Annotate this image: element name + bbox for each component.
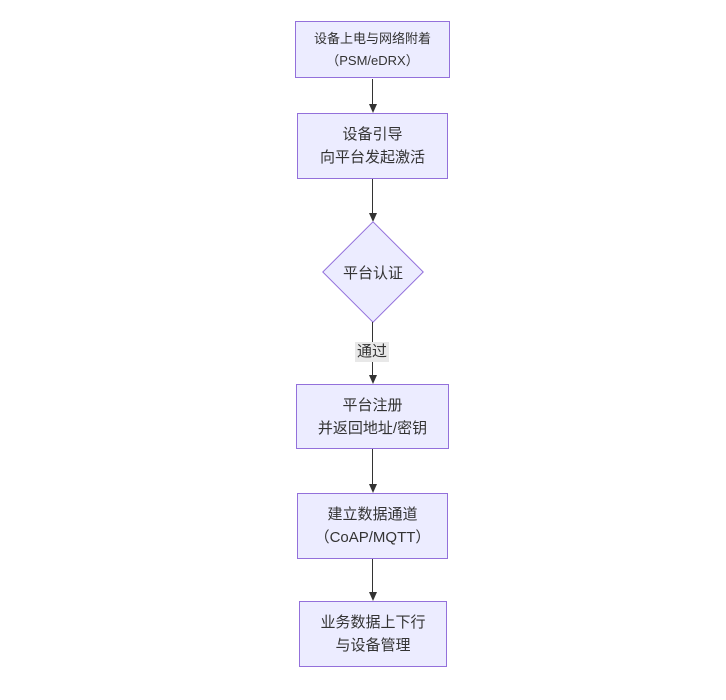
- edge-line: [371, 179, 374, 213]
- node-text-line: （PSM/eDRX）: [326, 52, 419, 68]
- node-text-line: 设备上电与网络附着: [313, 30, 431, 46]
- node-text-line: 设备引导: [342, 126, 403, 143]
- edge-line: [371, 559, 374, 592]
- edge-register-to-channel: [368, 449, 377, 493]
- node-text-line: 并返回地址/密钥: [317, 419, 428, 437]
- arrowhead-down-icon: [368, 484, 377, 493]
- flow-node-auth-label: 平台认证: [342, 265, 403, 282]
- flow-node-channel: 建立数据通道 （CoAP/MQTT）: [297, 493, 448, 559]
- node-text-line: 与设备管理: [335, 637, 411, 654]
- edge-channel-to-business: [368, 559, 377, 601]
- edge-line: [371, 79, 374, 104]
- arrowhead-down-icon: [368, 592, 377, 601]
- node-text-line: 业务数据上下行: [320, 614, 426, 631]
- flow-node-register: 平台注册 并返回地址/密钥: [296, 384, 449, 449]
- edge-label-pass: 通过: [354, 342, 390, 362]
- edge-bootstrap-to-auth: [368, 179, 377, 222]
- node-text-line: （CoAP/MQTT）: [314, 529, 431, 546]
- node-text-line: 向平台发起激活: [319, 149, 425, 166]
- edge-line: [371, 449, 374, 484]
- node-text-line: 平台注册: [342, 396, 403, 414]
- flow-node-business: 业务数据上下行 与设备管理: [299, 601, 447, 667]
- arrowhead-down-icon: [368, 104, 377, 113]
- edge-power-on-to-bootstrap: [368, 79, 377, 113]
- flow-node-bootstrap: 设备引导 向平台发起激活: [297, 113, 448, 179]
- arrowhead-down-icon: [368, 213, 377, 222]
- flow-node-power-on: 设备上电与网络附着 （PSM/eDRX）: [295, 21, 450, 78]
- node-text-line: 建立数据通道: [327, 506, 418, 523]
- arrowhead-down-icon: [368, 375, 377, 384]
